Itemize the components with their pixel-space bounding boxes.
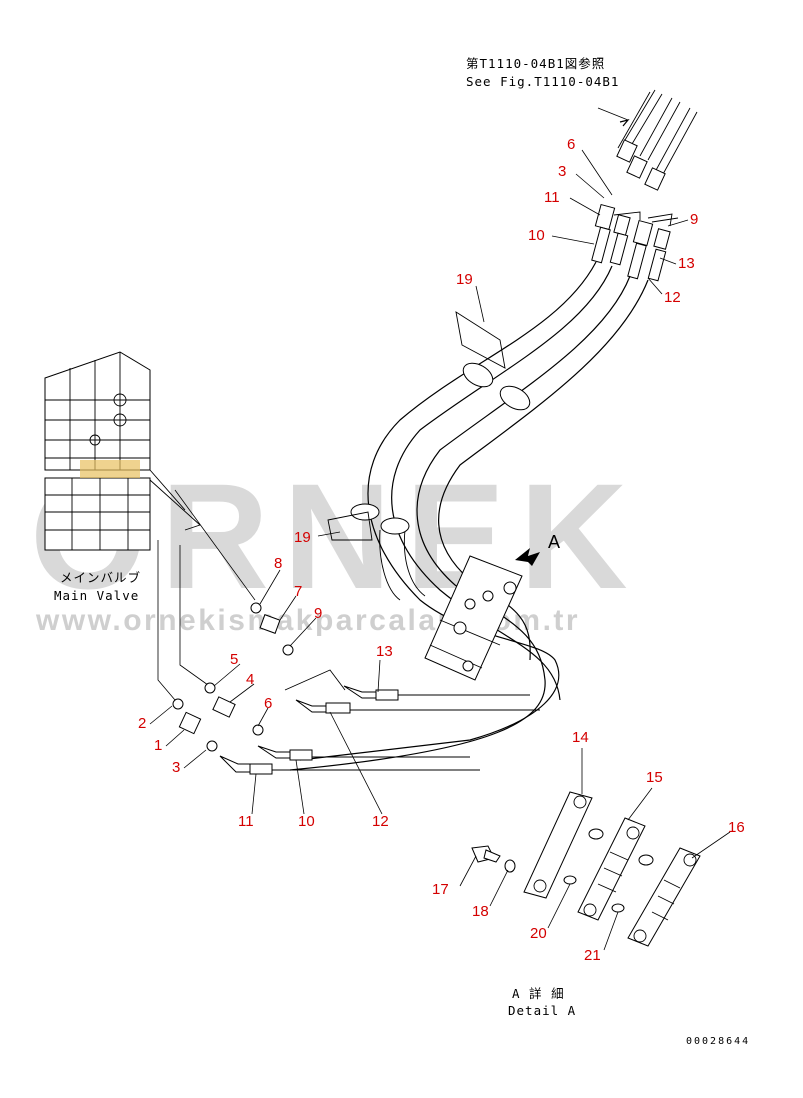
callout-14: 14 <box>572 729 589 746</box>
callout-19-top: 19 <box>456 271 473 288</box>
upper-fittings <box>591 139 679 282</box>
callout-13-top: 13 <box>678 255 695 272</box>
callout-9-top: 9 <box>690 211 698 228</box>
callout-16: 16 <box>728 819 745 836</box>
callout-3-mid: 3 <box>172 759 180 776</box>
upper-hose-stubs <box>617 89 698 177</box>
callout-21: 21 <box>584 947 601 964</box>
callout-13-mid: 13 <box>376 643 393 660</box>
callout-15: 15 <box>646 769 663 786</box>
detail-label-en: Detail A <box>508 1003 576 1018</box>
callout-2: 2 <box>138 715 146 732</box>
callout-17: 17 <box>432 881 449 898</box>
main-valve-label-en: Main Valve <box>54 588 139 603</box>
reference-leader <box>597 107 629 121</box>
drawing-number: 00028644 <box>686 1036 750 1047</box>
reference-label-jp: 第T1110-04B1図参照 <box>466 56 605 71</box>
callout-4: 4 <box>246 671 254 688</box>
callout-3-top: 3 <box>558 163 566 180</box>
callout-11-bot: 11 <box>238 813 254 830</box>
callout-9-mid: 9 <box>314 605 322 622</box>
callout-1: 1 <box>154 737 162 754</box>
callout-11-top: 11 <box>544 189 560 206</box>
reference-label-en: See Fig.T1110-04B1 <box>466 74 619 89</box>
callout-10-top: 10 <box>528 227 545 244</box>
callout-10-bot: 10 <box>298 813 315 830</box>
callout-7: 7 <box>294 583 302 600</box>
detail-a-parts <box>471 791 701 947</box>
callout-6-top: 6 <box>567 136 575 153</box>
hose-bracket <box>424 555 523 681</box>
callout-19-mid: 19 <box>294 529 311 546</box>
detail-marker: A <box>548 532 560 552</box>
reference-arrowhead <box>619 118 630 127</box>
detail-label-jp: A 詳 細 <box>512 986 565 1001</box>
callout-numbers: 6 3 11 10 9 13 12 19 19 8 7 9 5 4 13 2 6… <box>138 136 745 964</box>
main-valve-label-jp: メインバルブ <box>60 570 141 585</box>
valve-leaders <box>157 489 256 701</box>
lower-fittings <box>172 602 540 775</box>
clamp-19-upper <box>455 311 531 411</box>
callout-8: 8 <box>274 555 282 572</box>
callout-6-mid: 6 <box>264 695 272 712</box>
main-valve <box>44 351 201 551</box>
callout-leaders <box>149 149 731 951</box>
callout-12-bot: 12 <box>372 813 389 830</box>
callout-20: 20 <box>530 925 547 942</box>
hose-bundle <box>289 261 649 771</box>
callout-12-top: 12 <box>664 289 681 306</box>
callout-18: 18 <box>472 903 489 920</box>
callout-5: 5 <box>230 651 238 668</box>
detail-arrow-icon <box>515 548 540 566</box>
